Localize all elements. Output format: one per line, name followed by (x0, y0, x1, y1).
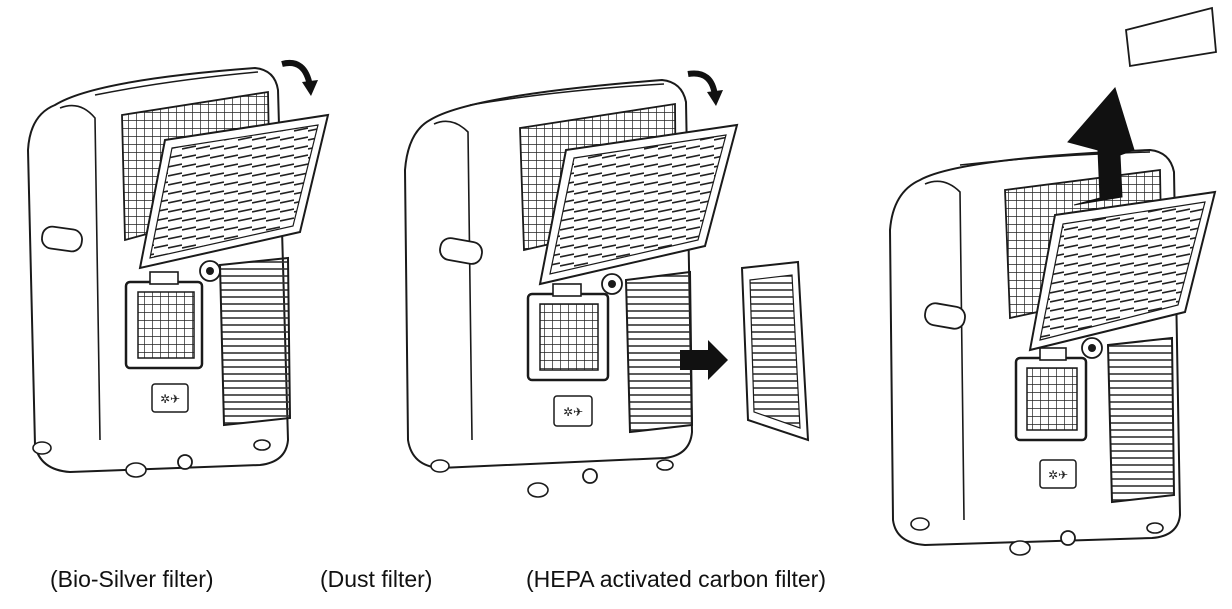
svg-text:✲✈: ✲✈ (160, 392, 180, 406)
svg-text:✲✈: ✲✈ (1048, 468, 1068, 482)
caption-dust: (Dust filter) (320, 566, 433, 592)
caption-hepa: (HEPA activated carbon filter) (526, 566, 826, 592)
unit-hepa: ✲✈ (888, 6, 1217, 556)
unit-bio-silver: ✲✈ (26, 60, 330, 478)
svg-text:✲✈: ✲✈ (563, 405, 583, 419)
carry-handle (41, 225, 83, 253)
right-arrow-icon (680, 340, 728, 380)
caption-bio-silver: (Bio-Silver filter) (50, 566, 214, 592)
filter-removal-illustration: ✲✈ ✲✈ (26, 6, 1217, 556)
unit-dust: ✲✈ (403, 70, 810, 498)
carry-handle (439, 237, 483, 265)
up-arrow-icon (1067, 86, 1135, 206)
hepa-filter[interactable] (1125, 6, 1217, 68)
carry-handle (924, 302, 966, 330)
logo-badge (151, 383, 189, 413)
